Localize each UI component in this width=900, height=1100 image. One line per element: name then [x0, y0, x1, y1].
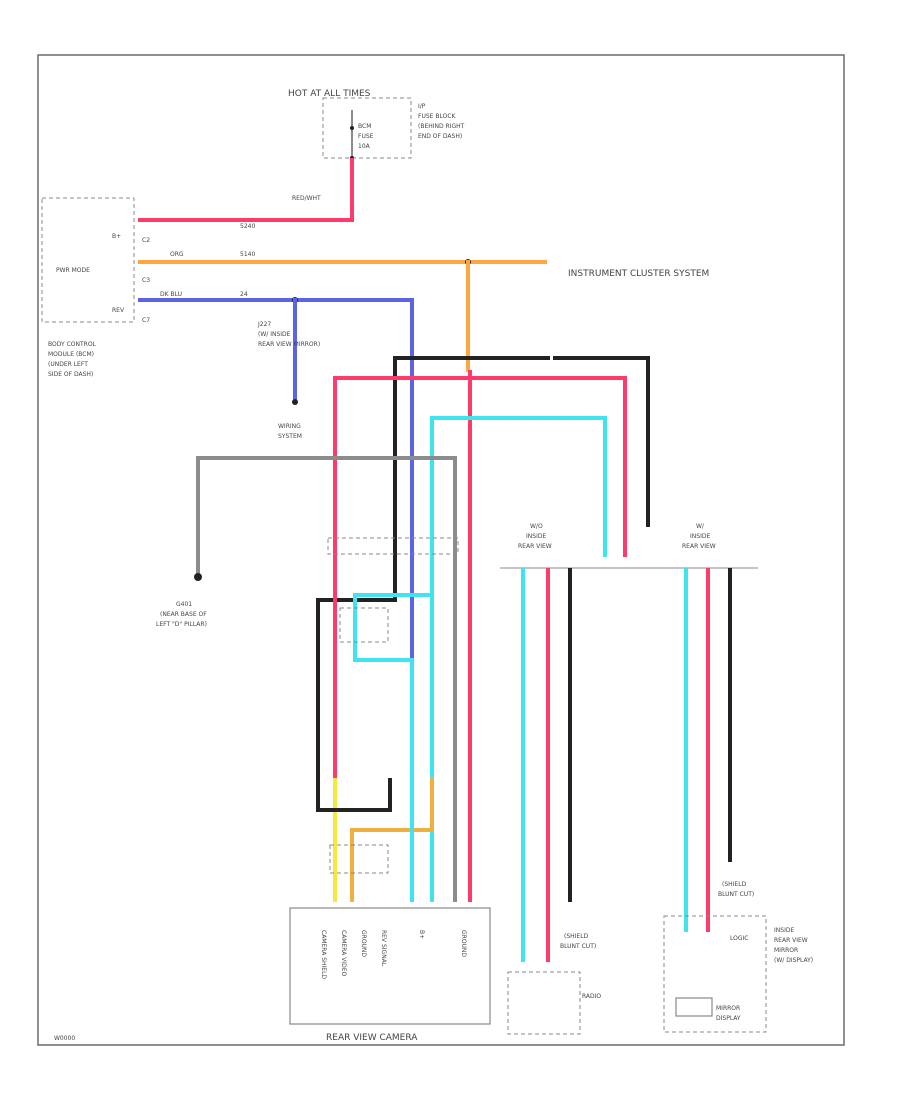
wire-cyan-loop — [353, 593, 434, 662]
fuse-name: BCM — [358, 123, 371, 130]
fuse-block-box — [322, 97, 412, 159]
camera-box — [289, 907, 491, 1025]
wire-label-red-wht: RED/WHT — [292, 195, 321, 202]
left-heading-2: INSIDE — [526, 533, 546, 540]
left-heading-3: REAR VIEW — [518, 543, 552, 550]
wire-label-dk-blu: DK BLU — [160, 291, 182, 298]
inside-mirror-label-4: (W/ DISPLAY) — [774, 957, 813, 964]
ground-label-2: (NEAR BASE OF — [160, 611, 207, 618]
wire-blk-right — [553, 356, 650, 527]
inside-mirror-label-3: MIRROR — [774, 947, 798, 954]
bcm-pin-rev: REV — [112, 307, 125, 314]
bcm-name-3: (UNDER LEFT — [48, 361, 88, 368]
j-note-1: J227 — [257, 321, 271, 328]
bcm-pin-c3: C3 — [142, 277, 150, 284]
wire-cyan-video — [430, 416, 607, 902]
wire-ckt-bplus: 5240 — [240, 223, 255, 230]
radio-shield-note-1: (SHIELD — [564, 933, 589, 940]
wiring-system-label-2: SYSTEM — [278, 433, 302, 440]
bcm-name-4: SIDE OF DASH) — [48, 371, 93, 378]
camera-pin-ground2: GROUND — [460, 930, 467, 957]
wiring-system-label-1: WIRING — [278, 423, 301, 430]
splice-pack-low — [329, 844, 389, 874]
fuse-rating: 10A — [358, 143, 371, 150]
bcm-pin-pwr-mode: PWR MODE — [56, 267, 90, 274]
instrument-cluster-label: INSTRUMENT CLUSTER SYSTEM — [568, 269, 709, 279]
logic-label: LOGIC — [730, 935, 748, 942]
camera-pin-rev: REV SIGNAL — [380, 930, 387, 967]
mirror-display-box — [675, 997, 713, 1017]
mirror-shield-note-1: (SHIELD — [722, 881, 747, 888]
bottom-title: REAR VIEW CAMERA — [326, 1033, 418, 1043]
wire-red-loop — [333, 376, 627, 782]
wire-label-org: ORG — [170, 251, 184, 258]
fuse-block-label-3: (BEHIND RIGHT — [418, 123, 465, 130]
wire-ckt-rev: 24 — [240, 291, 248, 298]
j-note-3: REAR VIEW MIRROR) — [258, 341, 320, 348]
radio-shield-note-2: BLUNT CUT) — [560, 943, 596, 950]
wire-black-camera — [316, 778, 392, 812]
radio-label: RADIO — [582, 993, 601, 1000]
j-note-2: (W/ INSIDE — [258, 331, 291, 338]
wire-blk-branch — [316, 356, 550, 782]
splice-pack-left — [327, 537, 459, 555]
left-heading-1: W/O — [530, 523, 543, 530]
bcm-box — [41, 197, 135, 323]
inside-mirror-label-1: INSIDE — [774, 927, 794, 934]
wire-rev-signal — [138, 298, 414, 782]
fuse-block-label-4: END OF DASH) — [418, 133, 462, 140]
bcm-pin-bplus: B+ — [112, 233, 121, 240]
bcm-pin-c2: C2 — [142, 237, 150, 244]
camera-pin-bplus: B+ — [418, 930, 425, 939]
wire-bplus-feed — [138, 158, 354, 222]
right-heading-1: W/ — [696, 523, 705, 530]
wire-orange-camera — [350, 778, 434, 902]
right-heading-2: INSIDE — [690, 533, 710, 540]
right-heading-3: REAR VIEW — [682, 543, 716, 550]
camera-pin-shield: CAMERA SHIELD — [320, 930, 327, 979]
inside-mirror-label-2: REAR VIEW — [774, 937, 808, 944]
bcm-pin-c7: C7 — [142, 317, 150, 324]
camera-pin-ground: GROUND — [360, 930, 367, 957]
camera-pin-video: CAMERA VIDEO — [340, 930, 347, 976]
fuse-block-label-1: I/P — [418, 103, 426, 110]
wire-ground — [196, 456, 457, 902]
mirror-display-label-1: MIRROR — [716, 1005, 740, 1012]
diagram-frame — [37, 54, 845, 1046]
bcm-name-1: BODY CONTROL — [48, 341, 97, 348]
fuse-block-label-2: FUSE BLOCK — [418, 113, 457, 120]
hot-at-all-times-label: HOT AT ALL TIMES — [288, 89, 371, 99]
radio-box — [507, 971, 581, 1035]
mirror-box — [663, 915, 767, 1033]
footer-code: W0000 — [54, 1035, 75, 1042]
mirror-shield-note-2: BLUNT CUT) — [718, 891, 754, 898]
wire-ckt-pwr: 5140 — [240, 251, 255, 258]
splice-pack-mid — [339, 607, 389, 643]
ground-label-3: LEFT "D" PILLAR) — [156, 621, 207, 628]
bcm-name-2: MODULE (BCM) — [48, 351, 94, 358]
mirror-display-label-2: DISPLAY — [716, 1015, 741, 1022]
ground-label-1: G401 — [176, 601, 192, 608]
fuse-type: FUSE — [358, 133, 374, 140]
